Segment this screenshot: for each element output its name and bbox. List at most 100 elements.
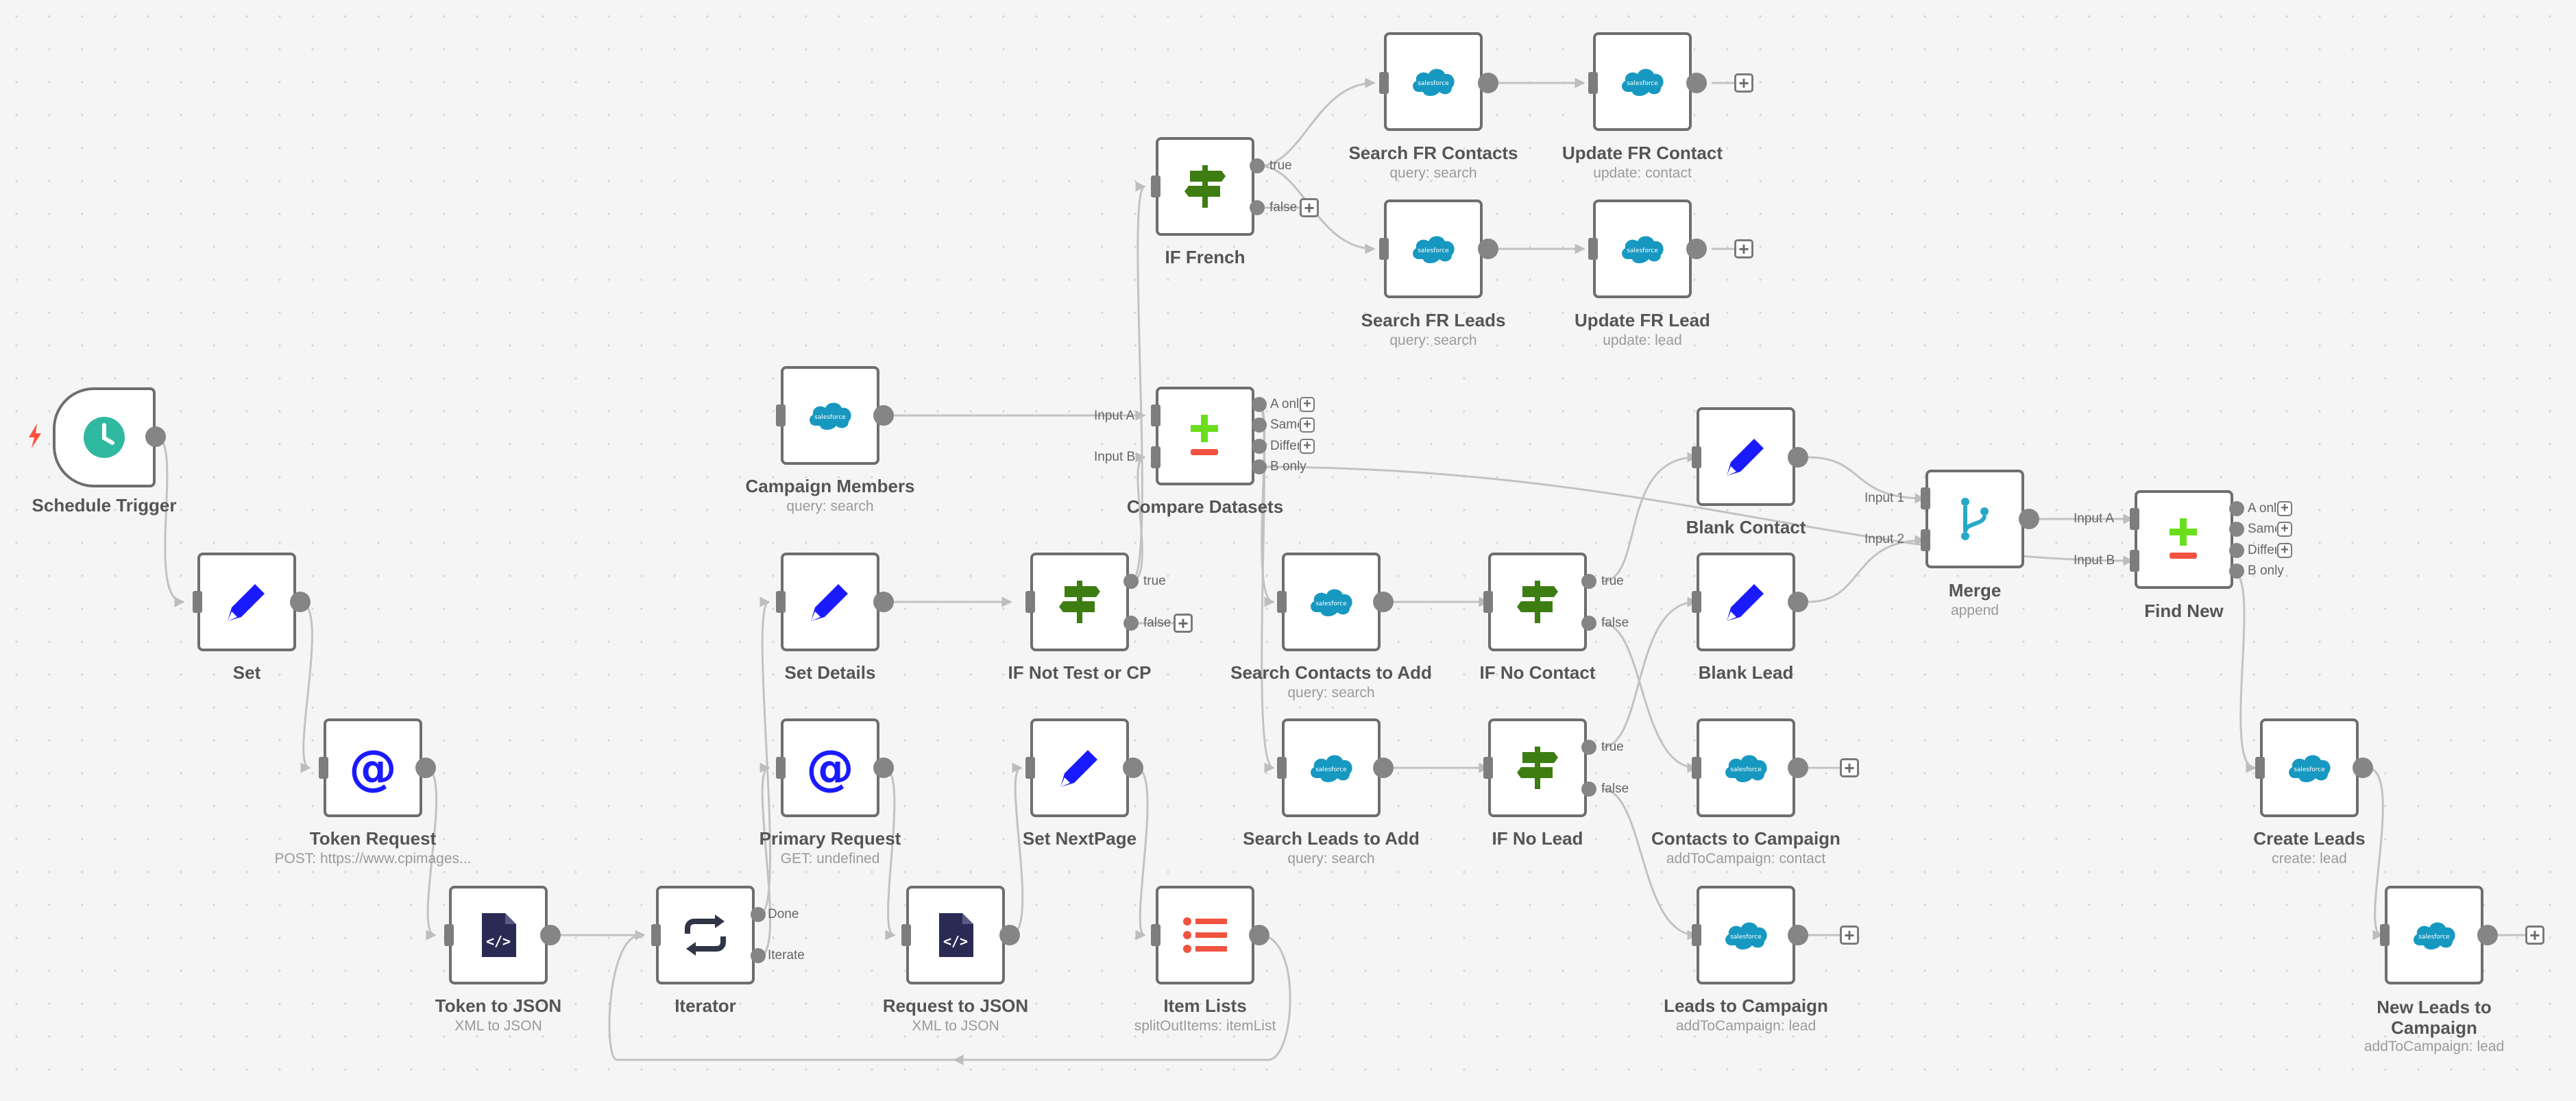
output-port[interactable] [1123, 758, 1143, 778]
node-primary-request[interactable]: @ [781, 718, 879, 817]
add-node-button[interactable]: + [2277, 501, 2292, 516]
output-port-true[interactable] [1250, 158, 1265, 173]
add-node-button[interactable]: + [1840, 925, 1859, 945]
input-port[interactable] [776, 591, 786, 613]
output-port-false[interactable] [1581, 782, 1596, 797]
add-node-button[interactable]: + [1300, 418, 1315, 433]
input-port[interactable] [651, 924, 661, 946]
input-port[interactable] [1025, 591, 1035, 613]
input-port[interactable] [1588, 72, 1598, 94]
output-port-different[interactable] [2229, 543, 2244, 558]
node-new-leads-to-campaign[interactable]: salesforce [2385, 886, 2483, 984]
output-port-false[interactable] [1250, 200, 1265, 215]
input-port[interactable] [901, 924, 911, 946]
node-leads-to-campaign[interactable]: salesforce [1697, 886, 1795, 984]
output-port-false[interactable] [1123, 616, 1139, 631]
output-port[interactable] [540, 925, 561, 945]
input-port-2[interactable] [1921, 529, 1930, 551]
add-node-button[interactable]: + [2277, 522, 2292, 537]
node-if-no-lead[interactable] [1488, 718, 1587, 817]
input-port-a[interactable] [2130, 508, 2139, 530]
node-token-to-json[interactable]: </> [449, 886, 548, 984]
node-find-new[interactable] [2135, 490, 2233, 589]
input-port-b[interactable] [1151, 446, 1161, 468]
output-port[interactable] [1249, 925, 1269, 945]
node-search-fr-contacts[interactable]: salesforce [1384, 32, 1483, 131]
output-port-same[interactable] [2229, 522, 2244, 537]
output-port[interactable] [1478, 73, 1498, 93]
add-node-button[interactable]: + [1300, 397, 1315, 412]
output-port[interactable] [2477, 925, 2498, 945]
input-port[interactable] [444, 924, 454, 946]
output-port[interactable] [1788, 447, 1808, 468]
node-update-fr-contact[interactable]: salesforce [1593, 32, 1692, 131]
output-port[interactable] [1373, 592, 1394, 612]
output-port-same[interactable] [1252, 418, 1267, 433]
node-search-fr-leads[interactable]: salesforce [1384, 199, 1483, 298]
input-port[interactable] [1692, 446, 1701, 468]
add-node-button[interactable]: + [2525, 925, 2544, 945]
input-port[interactable] [776, 757, 786, 779]
input-port-a[interactable] [1151, 404, 1161, 426]
node-blank-lead[interactable] [1697, 553, 1795, 651]
output-port-a-only[interactable] [1252, 397, 1267, 412]
add-node-button[interactable]: + [1300, 439, 1315, 454]
node-if-not-test-or-cp[interactable] [1030, 553, 1129, 651]
node-search-contacts-to-add[interactable]: salesforce [1282, 553, 1381, 651]
node-create-leads[interactable]: salesforce [2260, 718, 2359, 817]
output-port[interactable] [145, 426, 166, 447]
input-port[interactable] [1277, 591, 1287, 613]
node-compare-datasets[interactable] [1156, 387, 1254, 485]
output-port-true[interactable] [1123, 574, 1139, 589]
input-port[interactable] [1483, 591, 1493, 613]
node-merge[interactable] [1925, 470, 2024, 568]
output-port[interactable] [1788, 758, 1808, 778]
input-port[interactable] [2255, 757, 2265, 779]
node-update-fr-lead[interactable]: salesforce [1593, 199, 1692, 298]
node-search-leads-to-add[interactable]: salesforce [1282, 718, 1381, 817]
input-port-b[interactable] [2130, 550, 2139, 572]
output-port-different[interactable] [1252, 439, 1267, 454]
output-port[interactable] [1373, 758, 1394, 778]
add-node-button[interactable]: + [1840, 758, 1859, 777]
output-port[interactable] [290, 592, 311, 612]
node-set[interactable] [197, 553, 296, 651]
node-set-nextpage[interactable] [1030, 718, 1129, 817]
input-port[interactable] [1588, 238, 1598, 260]
output-port[interactable] [2019, 509, 2039, 529]
node-if-no-contact[interactable] [1488, 553, 1587, 651]
input-port[interactable] [2380, 924, 2390, 946]
input-port[interactable] [1379, 238, 1389, 260]
output-port-true[interactable] [1581, 740, 1596, 755]
output-port[interactable] [873, 592, 894, 612]
node-campaign-members[interactable]: salesforce [781, 366, 879, 465]
node-request-to-json[interactable]: </> [906, 886, 1005, 984]
add-node-button[interactable]: + [2277, 543, 2292, 558]
input-port[interactable] [319, 757, 328, 779]
add-node-button[interactable]: + [1734, 239, 1753, 258]
output-port[interactable] [2353, 758, 2373, 778]
output-port-done[interactable] [751, 907, 766, 922]
input-port[interactable] [1692, 757, 1701, 779]
input-port[interactable] [1151, 924, 1161, 946]
output-port[interactable] [999, 925, 1020, 945]
input-port[interactable] [1151, 176, 1161, 197]
node-set-details[interactable] [781, 553, 879, 651]
input-port[interactable] [1483, 757, 1493, 779]
output-port[interactable] [1478, 239, 1498, 259]
output-port-iterate[interactable] [751, 948, 766, 963]
output-port-false[interactable] [1581, 616, 1596, 631]
output-port-b-only[interactable] [2229, 564, 2244, 579]
output-port[interactable] [873, 405, 894, 426]
output-port[interactable] [873, 758, 894, 778]
output-port[interactable] [415, 758, 436, 778]
add-node-button[interactable]: + [1300, 198, 1319, 217]
input-port[interactable] [776, 404, 786, 426]
input-port[interactable] [1692, 591, 1701, 613]
node-blank-contact[interactable] [1697, 407, 1795, 506]
input-port[interactable] [1277, 757, 1287, 779]
node-schedule-trigger[interactable] [53, 387, 156, 487]
output-port[interactable] [1686, 73, 1707, 93]
output-port-a-only[interactable] [2229, 501, 2244, 516]
add-node-button[interactable]: + [1174, 614, 1193, 633]
